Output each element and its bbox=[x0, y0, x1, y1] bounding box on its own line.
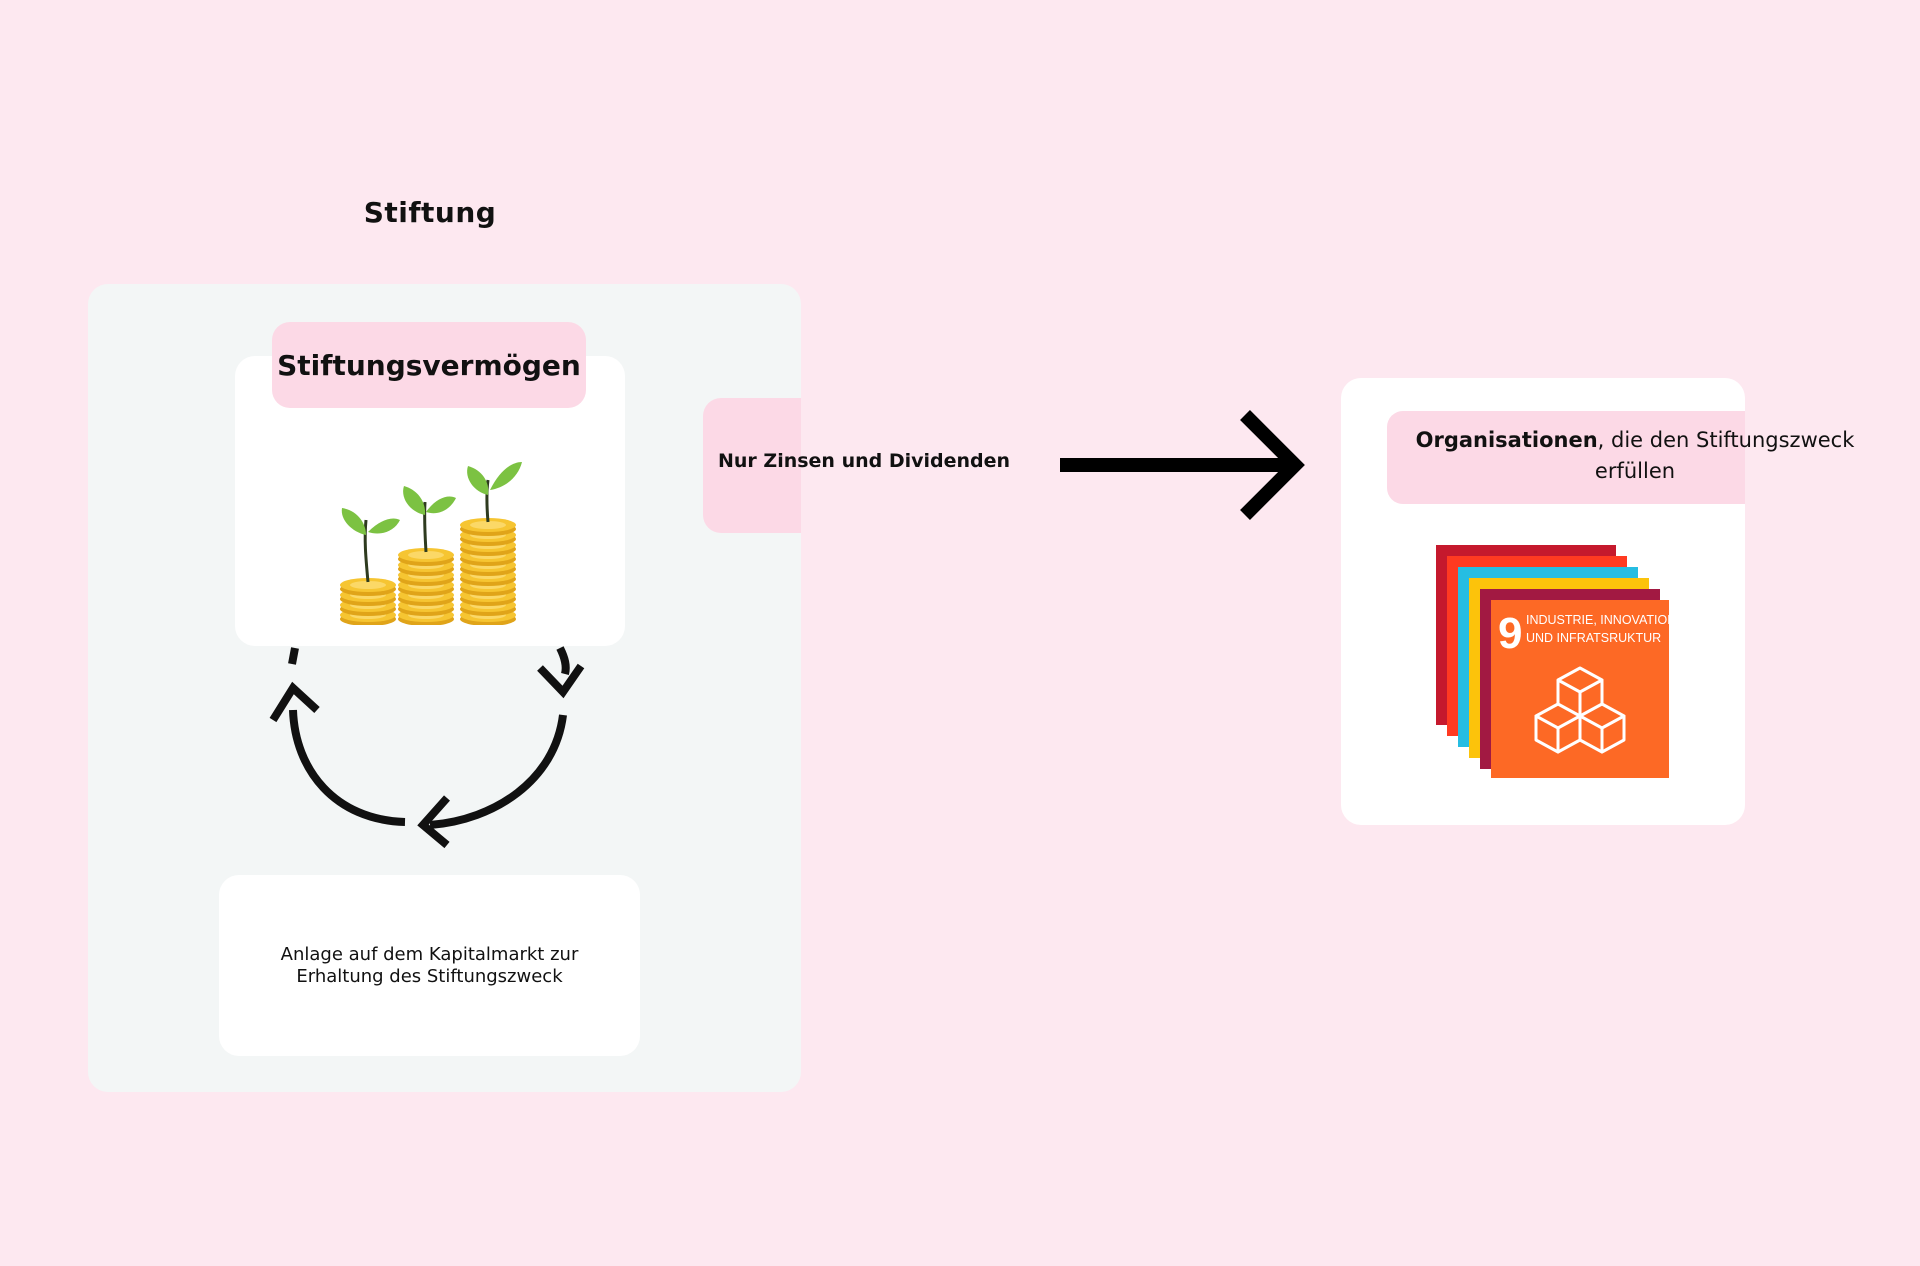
organizations-title-bold: Organisationen bbox=[1415, 428, 1598, 452]
organizations-title: Organisationen, die den Stiftungszweck e… bbox=[1400, 425, 1870, 487]
sdg-cards-stack: 9 INDUSTRIE, INNOVATION UND INFRATSRUKTU… bbox=[1436, 545, 1670, 778]
coin-stack-medium bbox=[398, 548, 454, 625]
cubes-icon bbox=[1534, 666, 1626, 754]
sdg-line2: UND INFRATSRUKTUR bbox=[1526, 631, 1661, 645]
sdg-number: 9 bbox=[1498, 609, 1522, 658]
coin-stack-large bbox=[460, 518, 516, 625]
investment-text: Anlage auf dem Kapitalmarkt zur Erhaltun… bbox=[280, 943, 579, 987]
sdg-line1: INDUSTRIE, INNOVATION bbox=[1526, 613, 1670, 627]
coins-plant-illustration bbox=[340, 462, 522, 625]
cycle-arrows-icon bbox=[269, 646, 585, 849]
assets-title: Stiftungsvermögen bbox=[272, 322, 586, 408]
foundation-title: Stiftung bbox=[363, 196, 497, 229]
investment-card: Anlage auf dem Kapitalmarkt zur Erhaltun… bbox=[219, 875, 640, 1056]
interest-label: Nur Zinsen und Dividenden bbox=[718, 450, 1011, 472]
sprout-icon bbox=[363, 479, 490, 583]
organizations-title-rest: , die den Stiftungszweck erfüllen bbox=[1594, 428, 1855, 483]
coin-stack-small bbox=[340, 578, 396, 625]
organizations-title-box bbox=[1387, 411, 1745, 504]
interest-label-tab bbox=[703, 398, 801, 533]
right-arrow-icon bbox=[1060, 410, 1305, 520]
sdg-card-9 bbox=[1491, 600, 1669, 778]
